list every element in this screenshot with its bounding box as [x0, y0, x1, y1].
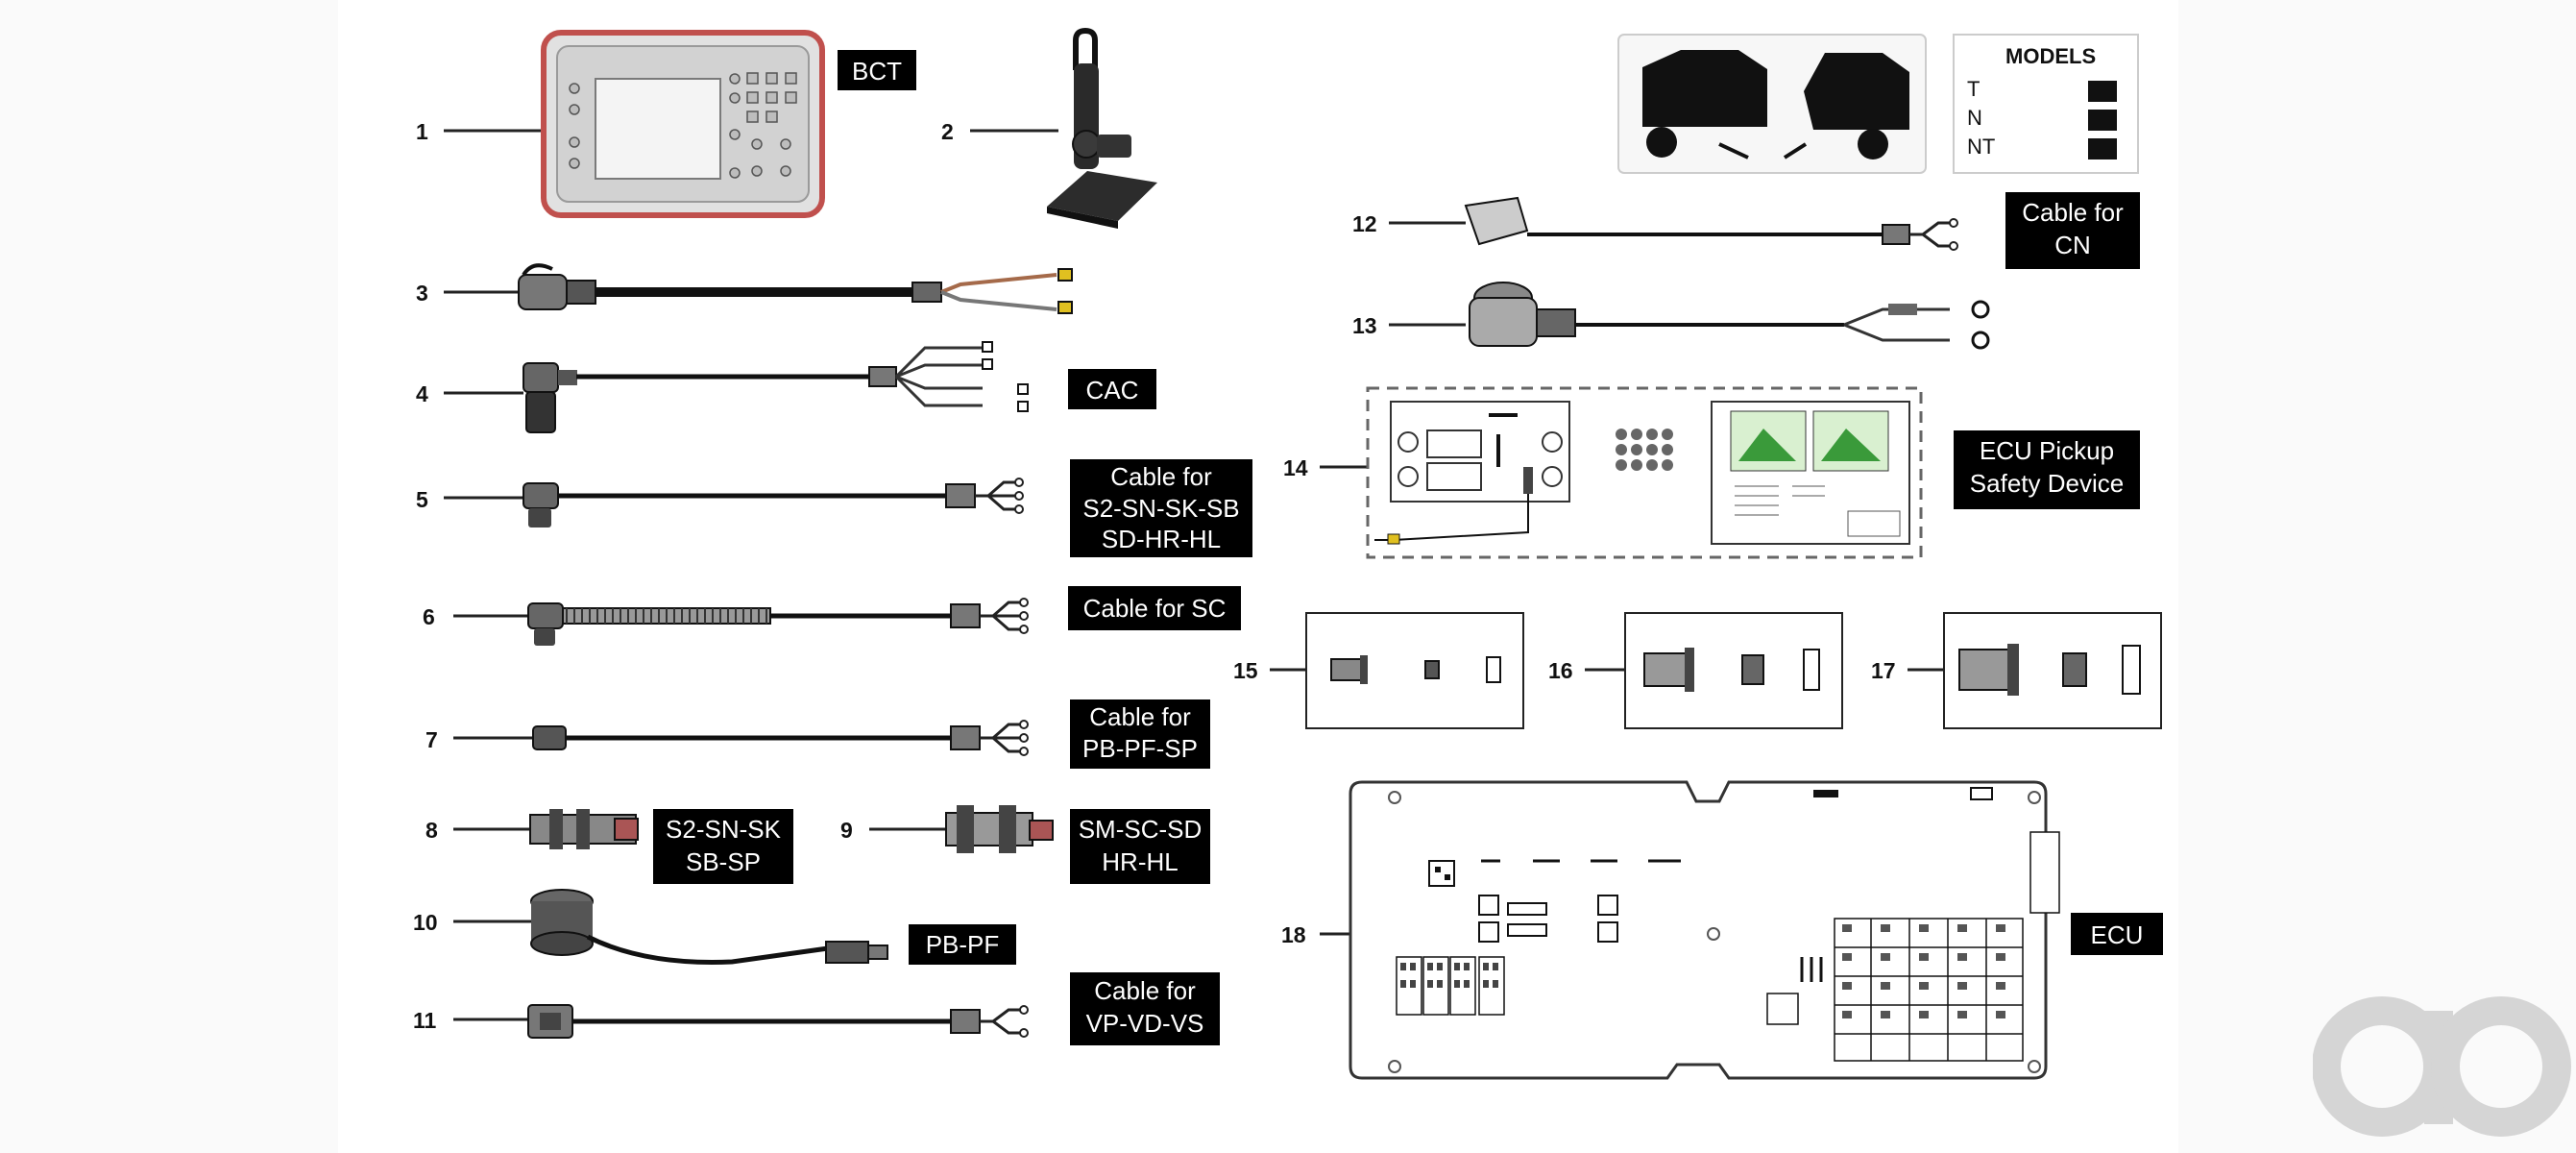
- item-8: 8 S2-SN-SK SB-SP: [425, 809, 793, 884]
- item-17: 17: [1871, 612, 2162, 729]
- model-marker: [2088, 138, 2117, 159]
- models-panel: MODELS T N NT: [1617, 34, 2139, 174]
- item-label-line: Cable for: [2022, 198, 2124, 227]
- item-number: 8: [425, 818, 438, 843]
- item-number: 4: [416, 381, 428, 406]
- kit-box: [1366, 386, 1923, 559]
- item-18: 18: [1281, 780, 2163, 1080]
- item-number: 3: [416, 281, 428, 306]
- models-row-label: N: [1967, 106, 1982, 130]
- item-number: 14: [1283, 455, 1308, 480]
- item-label-line: Cable for: [1110, 462, 1212, 491]
- item-label: ECU: [2091, 920, 2144, 949]
- cable-3-image: [518, 263, 1073, 314]
- item-number: 18: [1281, 922, 1306, 947]
- item-label-line: Cable for: [1094, 976, 1196, 1005]
- item-number: 6: [423, 604, 435, 629]
- item-label-line: S2-SN-SK-SB: [1082, 494, 1239, 523]
- item-label: CAC: [1086, 376, 1139, 405]
- item-11: 11 Cable for VP-VD-VS: [413, 972, 1220, 1045]
- item-5: 5 Cable for S2-SN-SK-SB SD-HR-HL: [416, 459, 1252, 557]
- mount-bracket-image: [1047, 27, 1157, 229]
- item-number: 7: [425, 727, 438, 752]
- item-label-line: ECU Pickup: [1980, 436, 2114, 465]
- item-label: PB-PF: [926, 930, 1000, 959]
- item-number: 16: [1548, 658, 1573, 683]
- baler-silhouette-icon: [1783, 53, 1909, 159]
- cable-6-image: [527, 597, 1030, 646]
- models-row-label: T: [1967, 77, 1980, 101]
- item-number: 10: [413, 910, 438, 935]
- ao-logo-watermark: [2313, 996, 2571, 1137]
- models-title: MODELS: [2005, 44, 2096, 68]
- item-15: 15: [1233, 612, 1524, 729]
- item-label-line: CN: [2054, 231, 2091, 259]
- item-1: 1 BCT: [416, 30, 916, 218]
- item-label: BCT: [852, 57, 902, 86]
- right-margin: [2178, 0, 2576, 1153]
- cable-11-image: [527, 1004, 1030, 1039]
- item-label: Cable for SC: [1083, 594, 1227, 623]
- left-margin: [0, 0, 338, 1153]
- cable-5-image: [522, 477, 1025, 527]
- manual-sheet-image: [1711, 401, 1910, 545]
- item-label-line: SD-HR-HL: [1102, 525, 1221, 553]
- cable-12-image: [1464, 196, 1959, 252]
- cable-gland-large-image: [1958, 644, 2141, 696]
- item-number: 1: [416, 119, 428, 144]
- item-number: 12: [1352, 211, 1377, 236]
- model-marker: [2088, 110, 2117, 131]
- safety-pickup-image: [1374, 401, 1673, 545]
- sensor-10-image: [530, 889, 888, 965]
- item-3: 3: [416, 263, 1073, 314]
- models-row-label: NT: [1967, 135, 1995, 159]
- item-12: 12 Cable for CN: [1352, 192, 2140, 269]
- item-2: 2: [941, 27, 1157, 229]
- item-7: 7 Cable for PB-PF-SP: [425, 699, 1210, 769]
- tractor-silhouette-icon: [1642, 50, 1767, 159]
- item-number: 5: [416, 487, 428, 512]
- item-number: 2: [941, 119, 954, 144]
- cable-gland-medium-image: [1643, 648, 1820, 692]
- item-14: 14: [1283, 386, 2140, 559]
- item-6: 6 Cable for SC: [423, 586, 1241, 646]
- item-number: 9: [840, 818, 853, 843]
- model-marker: [2088, 81, 2117, 102]
- item-label-line: HR-HL: [1102, 847, 1178, 876]
- item-number: 13: [1352, 313, 1377, 338]
- item-9: 9 SM-SC-SD HR-HL: [840, 805, 1210, 884]
- item-number: 11: [413, 1008, 437, 1033]
- cable-7-image: [532, 719, 1030, 757]
- item-number: 17: [1871, 658, 1896, 683]
- item-13: 13: [1352, 282, 1990, 350]
- item-label-line: PB-PF-SP: [1082, 734, 1198, 763]
- sensor-9-image: [945, 805, 1054, 853]
- cable-4-image: [522, 341, 1029, 433]
- item-label-line: Safety Device: [1970, 469, 2124, 498]
- item-number: 15: [1233, 658, 1258, 683]
- item-label-line: VP-VD-VS: [1086, 1009, 1204, 1038]
- item-16: 16: [1548, 612, 1843, 729]
- item-label-line: SB-SP: [686, 847, 761, 876]
- ecu-board-image: [1349, 780, 2060, 1080]
- cable-gland-small-image: [1330, 655, 1501, 684]
- item-label-line: Cable for: [1089, 702, 1191, 731]
- item-10: 10 PB-PF: [413, 889, 1016, 965]
- item-label-line: S2-SN-SK: [666, 815, 782, 844]
- sensor-8-image: [529, 809, 639, 849]
- item-label-line: SM-SC-SD: [1079, 815, 1203, 844]
- bct-terminal-image: [541, 30, 825, 218]
- cable-13-image: [1469, 282, 1990, 350]
- item-4: 4 CAC: [416, 341, 1156, 433]
